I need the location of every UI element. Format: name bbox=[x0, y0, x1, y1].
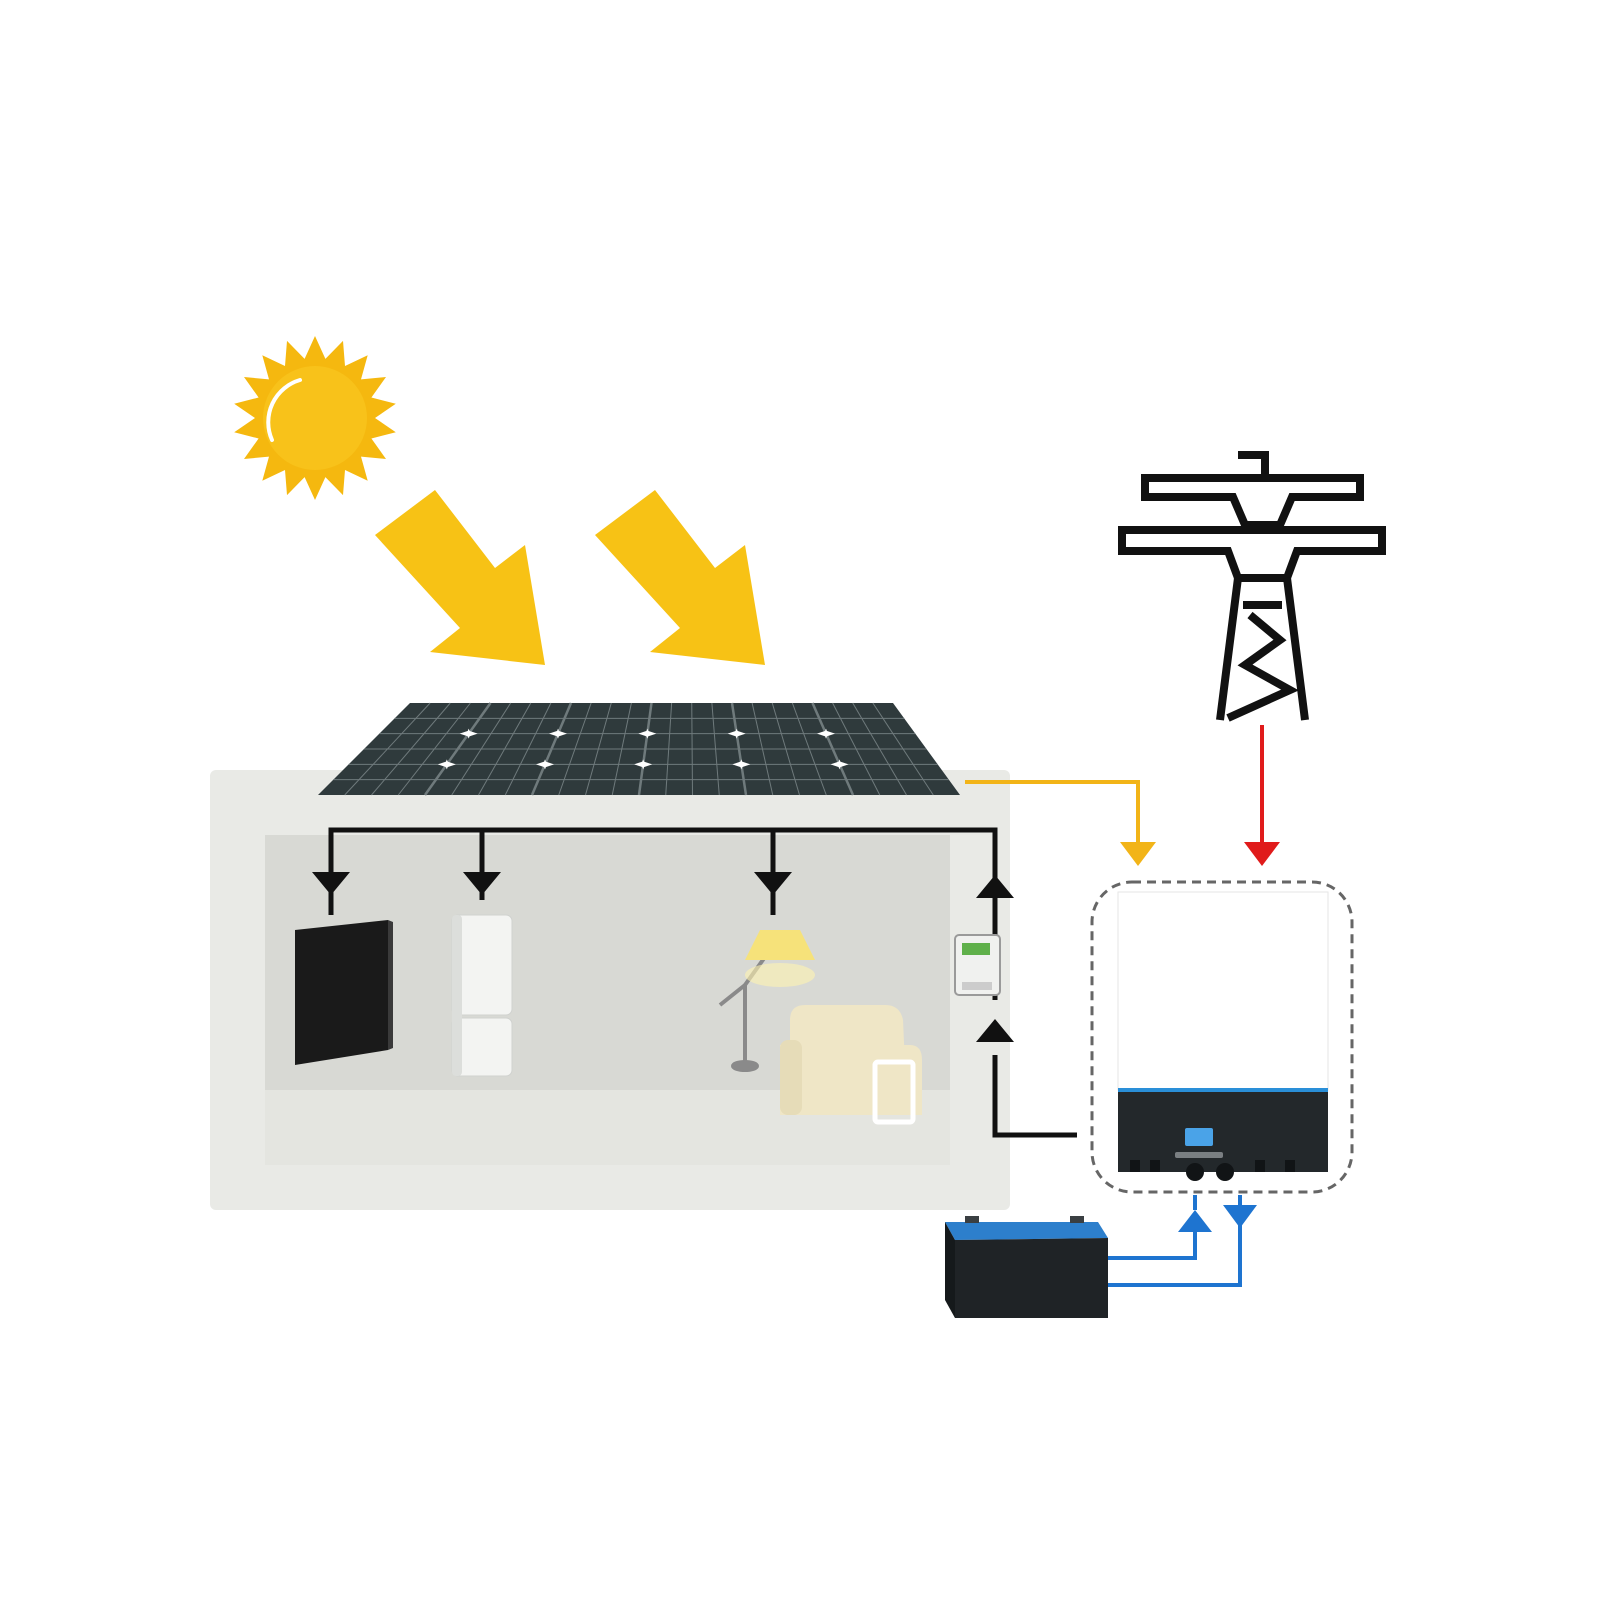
lamp-shade bbox=[745, 930, 815, 960]
wire-inverter-to-meter bbox=[992, 1055, 1077, 1138]
panel-reflection bbox=[817, 728, 835, 739]
inverter-dashed-outline bbox=[1090, 880, 1354, 1194]
arrow-down-battery bbox=[1223, 1205, 1257, 1228]
pylon-bracing bbox=[1226, 601, 1299, 722]
panel-reflection bbox=[727, 728, 746, 739]
arrow-up-meter-bottom bbox=[976, 1019, 1014, 1042]
panel-reflection bbox=[459, 728, 478, 739]
solar-panel-reflections bbox=[437, 728, 849, 770]
panel-reflection bbox=[634, 759, 653, 770]
inverter-port bbox=[1255, 1160, 1265, 1172]
pylon-upper-arm bbox=[1141, 474, 1364, 529]
inverter-gland bbox=[1216, 1163, 1234, 1181]
fridge-icon bbox=[451, 914, 513, 1077]
arrow-up-battery bbox=[1178, 1210, 1212, 1232]
sun-icon bbox=[234, 336, 396, 500]
lamp-base bbox=[731, 1060, 759, 1072]
tv-screen bbox=[295, 920, 388, 1065]
sun-ray-arrow-icon bbox=[375, 490, 545, 665]
panel-reflection bbox=[732, 759, 751, 770]
arrow-down-fridge bbox=[463, 872, 501, 895]
meter-display bbox=[962, 943, 990, 955]
inverter-body bbox=[1117, 891, 1329, 1091]
panel-reflection bbox=[536, 759, 554, 770]
solar-panel-grid bbox=[333, 702, 949, 796]
arrow-down-pv bbox=[1120, 842, 1156, 866]
inverter-ports bbox=[1130, 1160, 1295, 1181]
wire-pv-to-inverter bbox=[965, 780, 1140, 845]
battery-wiring bbox=[1108, 1195, 1242, 1287]
tv-icon bbox=[295, 920, 393, 1065]
sun-core bbox=[263, 366, 367, 470]
panel-reflection bbox=[437, 759, 456, 770]
pylon-tower bbox=[1216, 577, 1309, 721]
inverter-gland bbox=[1186, 1163, 1204, 1181]
sun-highlight bbox=[266, 378, 302, 442]
pv-wiring bbox=[965, 780, 1140, 845]
arrow-down-tv bbox=[312, 872, 350, 895]
panel-reflection bbox=[549, 728, 567, 739]
battery-arrows bbox=[1178, 1205, 1257, 1232]
sun-ray-arrows bbox=[375, 490, 765, 665]
panel-reflection bbox=[830, 759, 849, 770]
arrow-down-lamp bbox=[754, 872, 792, 895]
fridge-shade bbox=[452, 915, 462, 1076]
meter-terminal bbox=[962, 982, 992, 990]
battery-front bbox=[955, 1238, 1108, 1318]
inverter-stripe bbox=[1118, 1088, 1328, 1092]
wire-battery-charge bbox=[1108, 1222, 1197, 1260]
sofa-arm bbox=[780, 1040, 802, 1115]
lamp-leg bbox=[718, 983, 747, 1007]
pylon-top bbox=[1238, 451, 1269, 478]
load-arrows bbox=[312, 872, 1014, 1042]
inverter-button-row bbox=[1175, 1152, 1223, 1158]
inverter-icon bbox=[1090, 880, 1354, 1194]
battery-lid bbox=[945, 1222, 1108, 1240]
room-floor bbox=[265, 1090, 950, 1165]
inverter-port bbox=[1285, 1160, 1295, 1172]
electricity-meter-icon bbox=[954, 934, 1001, 996]
inverter-control-panel bbox=[1118, 1092, 1328, 1172]
floor-lamp-icon bbox=[718, 930, 815, 1072]
side-table bbox=[872, 1059, 916, 1125]
wire-battery-discharge bbox=[1108, 1222, 1242, 1287]
panel-reflection bbox=[638, 728, 657, 739]
battery-body bbox=[945, 1222, 955, 1318]
battery-icon bbox=[945, 1216, 1108, 1318]
sun-ray-arrow-icon bbox=[595, 490, 765, 665]
battery-terminal bbox=[1070, 1216, 1084, 1223]
arrow-up-meter-top bbox=[976, 875, 1014, 898]
sofa-icon bbox=[780, 1005, 922, 1125]
battery-terminal bbox=[965, 1216, 979, 1223]
tv-edge bbox=[388, 920, 393, 1050]
inverter-port bbox=[1150, 1160, 1160, 1172]
power-pylon-icon bbox=[1118, 451, 1386, 722]
pylon-lower-arm bbox=[1118, 526, 1386, 582]
inverter-display bbox=[1185, 1128, 1213, 1146]
inverter-port bbox=[1130, 1160, 1140, 1172]
arrow-down-grid bbox=[1244, 842, 1280, 866]
solar-panel-icon bbox=[318, 702, 960, 796]
lamp-glow bbox=[745, 963, 815, 987]
